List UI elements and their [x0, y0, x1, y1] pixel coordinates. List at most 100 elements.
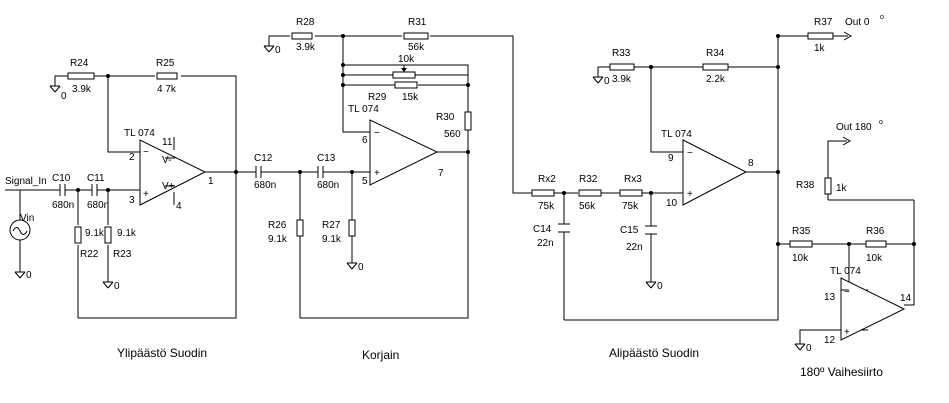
- resistor-r26: R26 9.1k: [268, 219, 304, 245]
- opamp-u4: − + TL 074 13 12 14: [824, 266, 912, 346]
- r26-value: 9.1k: [268, 234, 288, 245]
- r25-value: 4 7k: [157, 84, 177, 95]
- resistor-r25: R25 4 7k: [156, 58, 178, 95]
- svg-text:−: −: [143, 147, 149, 158]
- capacitor-c15: C15 22n: [620, 225, 657, 253]
- u1-pin-out: 1: [208, 176, 214, 187]
- r35-value: 10k: [792, 253, 809, 264]
- r27-value: 9.1k: [322, 234, 342, 245]
- resistor-r28: R28 3.9k: [291, 17, 316, 53]
- r29-value: 15k: [402, 92, 419, 103]
- svg-text:+: +: [687, 189, 693, 200]
- rx2-value: 75k: [538, 201, 555, 212]
- u3-pin-inv: 9: [668, 153, 674, 164]
- capacitor-c12: C12 680n: [252, 153, 276, 191]
- c15-name: C15: [620, 225, 639, 236]
- u1-pin-inv: 2: [129, 152, 135, 163]
- u2-pin-noninv: 5: [362, 176, 368, 187]
- r38-value: 1k: [836, 183, 848, 194]
- r30-value: 560: [444, 129, 461, 140]
- signal-in-label: Signal_In: [5, 176, 47, 187]
- resistor-r38: R38 1k: [796, 177, 848, 195]
- gnd-label-6: 0: [604, 76, 610, 87]
- u4-pin-inv: 13: [824, 292, 836, 303]
- svg-text:−: −: [844, 287, 850, 298]
- r27-name: R27: [322, 220, 341, 231]
- resistor-r27: R27 9.1k: [322, 219, 356, 245]
- u1-pin-vp: 11: [162, 137, 173, 148]
- r23-name: R23: [113, 249, 132, 260]
- u1-vplus: V+: [162, 181, 175, 192]
- out0-label: Out 0: [845, 17, 870, 28]
- wires-lowpass: [556, 35, 848, 321]
- potentiometer-10k: 10k: [392, 54, 416, 79]
- c13-name: C13: [317, 153, 336, 164]
- gnd-label-5: 0: [358, 262, 364, 273]
- c11-name: C11: [87, 173, 105, 184]
- resistor-r22: 9.1k R22: [74, 226, 105, 260]
- u3-pin-out: 8: [748, 158, 754, 169]
- c12-name: C12: [254, 153, 273, 164]
- r26-name: R26: [268, 220, 287, 231]
- u4-pin-out: 14: [900, 293, 912, 304]
- capacitor-c10: C10 680n: [52, 173, 74, 211]
- resistor-r36: R36 10k: [865, 226, 887, 264]
- gnd-label-1: 0: [26, 270, 32, 281]
- u3-pin-noninv: 10: [666, 198, 678, 209]
- resistor-r33: R33 3.9k: [609, 48, 635, 85]
- svg-text:−: −: [374, 128, 380, 139]
- section-phase-title: 180º Vaihesiirto: [800, 365, 883, 379]
- r37-name: R37: [814, 17, 833, 28]
- voltage-source-vin: Vin Signal_In: [5, 176, 47, 241]
- c10-name: C10: [52, 173, 71, 184]
- r34-value: 2.2k: [706, 74, 726, 85]
- resistor-r24: R24 3.9k: [64, 58, 100, 95]
- gnd-label-4: 0: [275, 45, 281, 56]
- opamp-u2: − + TL 074 6 5 7: [348, 104, 444, 187]
- r25-name: R25: [156, 58, 175, 69]
- output-0: Out 0 o: [843, 14, 884, 41]
- c14-value: 22n: [537, 238, 554, 249]
- resistor-r32: R32 56k: [578, 174, 602, 212]
- r28-name: R28: [296, 17, 315, 28]
- r37-value: 1k: [814, 43, 826, 54]
- c12-value: 680n: [254, 180, 276, 191]
- r22-value: 9.1k: [85, 228, 105, 239]
- resistor-r31: R31 56k: [403, 17, 429, 53]
- output-180: Out 180 o: [836, 119, 883, 146]
- r31-value: 56k: [408, 42, 425, 53]
- section-lowpass-title: Alipäästö Suodin: [609, 346, 699, 360]
- u4-pin-noninv: 12: [824, 335, 836, 346]
- u1-vminus: V-: [162, 155, 171, 166]
- wires-corrector: [266, 35, 530, 319]
- out180-degree: o: [879, 119, 883, 126]
- capacitor-c11: C11 680n: [87, 173, 109, 211]
- gnd-label-8: 0: [806, 343, 812, 354]
- pot-value: 10k: [398, 54, 415, 65]
- r32-value: 56k: [579, 201, 596, 212]
- resistor-r35: R35 10k: [789, 226, 813, 264]
- section-corrector-title: Korjain: [362, 348, 399, 362]
- rx3-name: Rx3: [624, 174, 642, 185]
- r30-name: R30: [436, 112, 455, 123]
- svg-text:+: +: [374, 168, 380, 179]
- r38-name: R38: [796, 180, 815, 191]
- section-highpass-title: Ylipäästö Suodin: [117, 346, 207, 360]
- svg-text:−: −: [687, 148, 693, 159]
- r29-name: R29: [368, 92, 387, 103]
- u1-pin-vn: 4: [176, 201, 182, 212]
- c10-value: 680n: [52, 200, 74, 211]
- svg-text:+: +: [143, 189, 149, 200]
- u2-pin-out: 7: [438, 168, 444, 179]
- r35-name: R35: [792, 226, 811, 237]
- ground-labels: 0 0 0 0 0 0 0 0: [26, 45, 812, 354]
- resistor-rx2: Rx2 75k: [530, 174, 556, 212]
- u1-label: TL 074: [124, 128, 155, 139]
- out0-degree: o: [880, 14, 884, 21]
- gnd-label-3: 0: [114, 281, 120, 292]
- r36-name: R36: [866, 226, 885, 237]
- r31-name: R31: [408, 17, 427, 28]
- c11-value: 680n: [87, 200, 109, 211]
- opamp-u1: − + V- V+ TL 074 11 4 2 3 1: [124, 128, 214, 212]
